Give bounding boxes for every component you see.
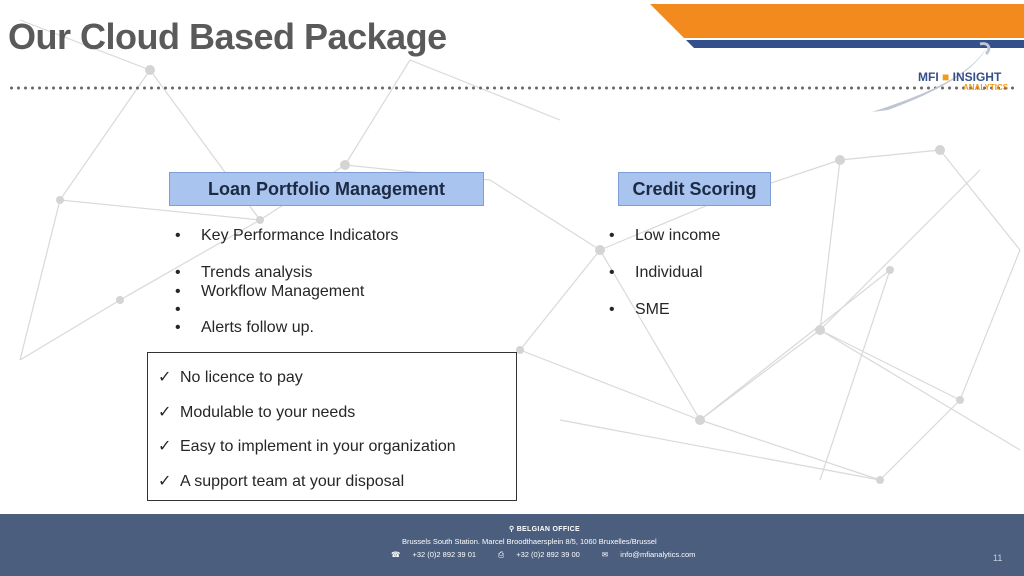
envelope-icon: ✉ <box>601 550 609 559</box>
benefits-box: ✓No licence to pay ✓Modulable to your ne… <box>147 352 517 501</box>
footer: ⚲ BELGIAN OFFICE Brussels South Station.… <box>0 514 1024 576</box>
page-number: 11 <box>993 553 1003 563</box>
benefit-item: ✓No licence to pay <box>158 369 303 386</box>
header-banner <box>650 4 1024 48</box>
loan-portfolio-header: Loan Portfolio Management <box>169 172 484 206</box>
credit-scoring-features: • Low income • Individual • SME <box>609 227 721 318</box>
office-address: Brussels South Station. Marcel Broodthae… <box>402 537 657 546</box>
bullet-icon: • <box>175 227 181 244</box>
fax-icon: ⎙ <box>498 550 505 559</box>
check-icon: ✓ <box>158 473 172 490</box>
title-divider <box>8 86 1018 90</box>
contact-line: ☎ +32 (0)2 892 39 01 ⎙ +32 (0)2 892 39 0… <box>391 550 715 560</box>
location-pin-icon: ⚲ <box>509 526 515 533</box>
credit-scoring-header: Credit Scoring <box>618 172 771 206</box>
bullet-icon: • <box>175 283 181 300</box>
brand-logo-swoosh <box>872 42 991 112</box>
bullet-icon: • <box>175 264 181 281</box>
email-contact[interactable]: ✉ info@mfianalytics.com <box>601 550 696 559</box>
check-icon: ✓ <box>158 369 172 386</box>
loan-portfolio-features: • Key Performance Indicators • Trends an… <box>175 227 399 336</box>
benefit-item: ✓A support team at your disposal <box>158 473 405 490</box>
check-icon: ✓ <box>158 438 172 455</box>
bullet-icon: • <box>609 264 615 281</box>
bullet-icon: • <box>609 227 615 244</box>
phone-contact: ☎ +32 (0)2 892 39 01 <box>391 550 477 559</box>
bullet-icon: • <box>609 301 615 318</box>
fax-contact: ⎙ +32 (0)2 892 39 00 <box>498 550 580 559</box>
brand-logo-subtext: ANALYTICS <box>963 83 1009 92</box>
bullet-icon: • <box>175 301 181 318</box>
brand-logo-text: MFI ■ INSIGHT <box>918 70 1002 84</box>
benefit-item: ✓Easy to implement in your organization <box>158 438 456 455</box>
phone-icon: ☎ <box>391 550 401 559</box>
check-icon: ✓ <box>158 404 172 421</box>
page-title: Our Cloud Based Package <box>8 16 447 57</box>
benefit-item: ✓Modulable to your needs <box>158 404 356 421</box>
bullet-icon: • <box>175 319 181 336</box>
office-title: ⚲ BELGIAN OFFICE <box>509 526 580 533</box>
